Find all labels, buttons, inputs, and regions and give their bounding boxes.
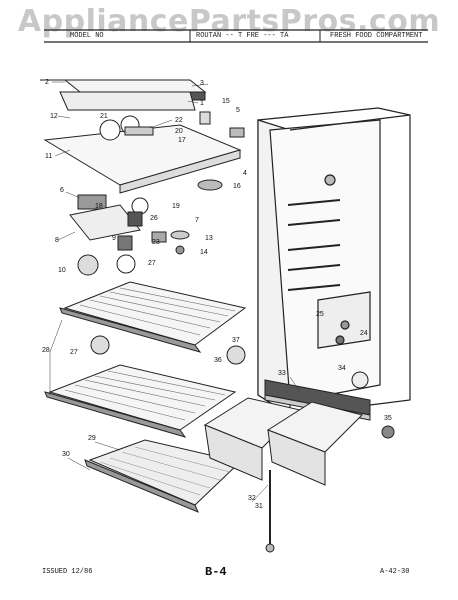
callout-20: 20	[175, 128, 183, 135]
callout-16: 16	[233, 183, 241, 190]
callout-5: 5	[236, 107, 240, 114]
callout-34: 34	[338, 365, 346, 372]
upper-shelf	[59, 281, 247, 365]
header-frame	[44, 29, 428, 43]
callout-27a: 27	[148, 260, 156, 267]
callout-19: 19	[172, 203, 180, 210]
callout-9: 9	[112, 235, 116, 242]
callout-15: 15	[222, 98, 230, 105]
callout-33: 33	[278, 370, 286, 377]
header-model: MODEL NO	[70, 32, 104, 40]
control-housing	[40, 79, 207, 111]
callout-35: 35	[384, 415, 392, 422]
callout-14: 14	[200, 249, 208, 256]
callout-4: 4	[243, 170, 247, 177]
callout-10: 10	[58, 267, 66, 274]
callout-17: 17	[178, 137, 186, 144]
callout-13: 13	[205, 235, 213, 242]
watermark: AppliancePartsPros.com	[17, 4, 441, 39]
crisper-glass-shelf	[84, 439, 242, 513]
callout-21: 21	[100, 113, 108, 120]
callout-25: 25	[316, 311, 324, 318]
callout-37: 37	[232, 337, 240, 344]
reference-code: A-42-30	[380, 568, 410, 576]
callout-27b: 27	[70, 349, 78, 356]
callout-31: 31	[255, 503, 263, 510]
callout-3: 3	[200, 80, 204, 87]
callout-26: 26	[150, 215, 158, 222]
callout-24: 24	[360, 330, 368, 337]
callout-32: 32	[248, 495, 256, 502]
callout-30: 30	[62, 451, 70, 458]
callout-1: 1	[200, 100, 204, 107]
callout-18: 18	[95, 203, 103, 210]
callout-28: 28	[42, 347, 50, 354]
callout-7: 7	[195, 217, 199, 224]
callout-22: 22	[175, 117, 183, 124]
components-cluster	[69, 179, 223, 276]
callout-11: 11	[45, 153, 52, 160]
callout-12: 12	[50, 113, 58, 120]
callout-2: 2	[45, 79, 49, 86]
refrigerator-cabinet	[257, 107, 411, 417]
lower-shelf	[44, 364, 237, 438]
callout-29: 29	[88, 435, 96, 442]
callout-8: 8	[55, 237, 59, 244]
callout-23: 23	[152, 239, 160, 246]
leader-lines	[49, 81, 301, 503]
header-description: ROUTAN -- T FRE --- TA	[196, 32, 289, 40]
callout-6: 6	[60, 187, 64, 194]
page-number: B-4	[205, 565, 227, 579]
issued-date: ISSUED 12/86	[42, 568, 93, 576]
callout-36: 36	[214, 357, 222, 364]
liner-panel	[43, 111, 245, 194]
header-section: FRESH FOOD COMPARTMENT	[330, 32, 423, 40]
crisper-drawers	[203, 371, 395, 553]
callout-labels: 2 3 1 15 5 12 21 22 20 17 11 4 16 6 18 1…	[42, 79, 392, 510]
